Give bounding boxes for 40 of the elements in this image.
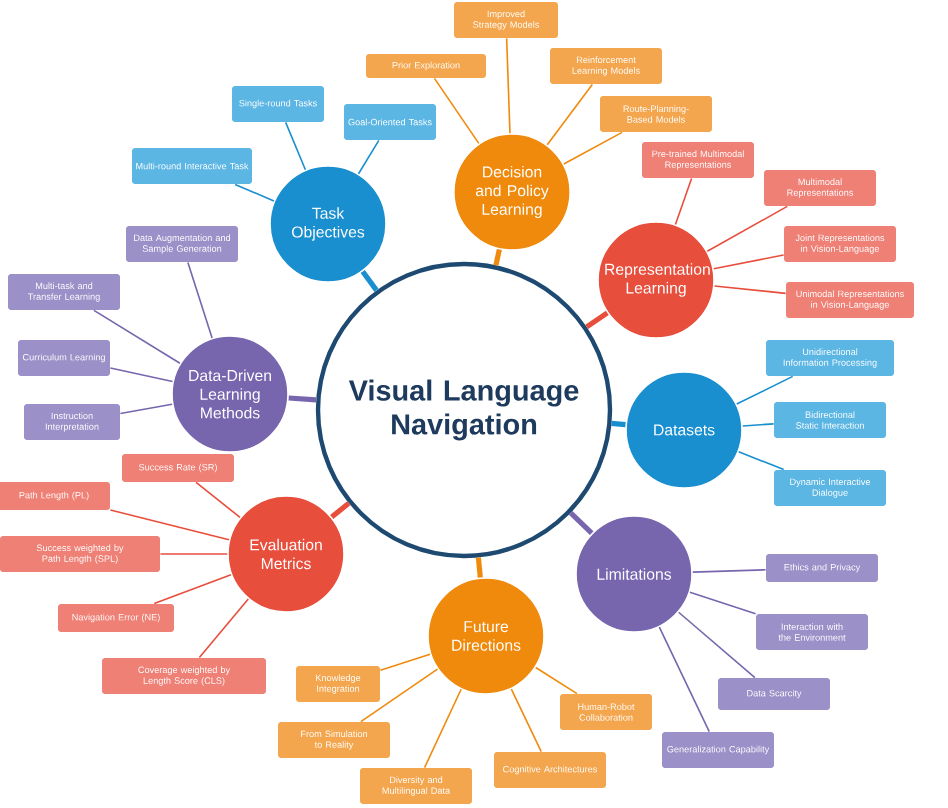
connector-line — [692, 569, 767, 573]
connector-line — [706, 205, 788, 253]
connector-line — [357, 139, 380, 175]
connector-line — [159, 553, 228, 555]
connector-line — [360, 668, 439, 723]
connector-line — [658, 626, 711, 733]
connector-line — [119, 403, 173, 415]
connector-line — [360, 269, 379, 292]
connector-line — [611, 420, 626, 428]
connector-line — [493, 249, 502, 266]
connector-line — [677, 611, 756, 679]
connector-line — [379, 653, 431, 672]
connector-line — [713, 285, 787, 295]
connector-line — [689, 591, 757, 615]
connector-line — [712, 254, 785, 270]
connector-line — [288, 395, 317, 403]
connector-line — [109, 367, 174, 383]
connector-line — [234, 183, 275, 202]
connector-line — [737, 450, 785, 471]
connector-line — [563, 131, 623, 165]
connector-line — [534, 666, 578, 695]
connector-line — [510, 688, 543, 753]
connector-line — [187, 261, 213, 339]
connector-line — [674, 177, 693, 226]
connector-line — [198, 598, 250, 659]
connector-line — [423, 688, 462, 769]
connector-line — [475, 557, 483, 578]
connector-line — [505, 37, 511, 134]
connector-line — [284, 121, 307, 171]
connector-line — [433, 77, 480, 145]
connector-line — [741, 423, 775, 427]
connector-line — [195, 481, 241, 519]
connector-line — [153, 573, 232, 605]
connector-line — [93, 309, 181, 365]
connector-line — [735, 375, 794, 405]
connector-line — [330, 501, 351, 520]
connector-line — [546, 83, 594, 146]
connector-line — [568, 511, 594, 536]
connector-line — [585, 310, 609, 330]
connector-line — [109, 509, 230, 541]
